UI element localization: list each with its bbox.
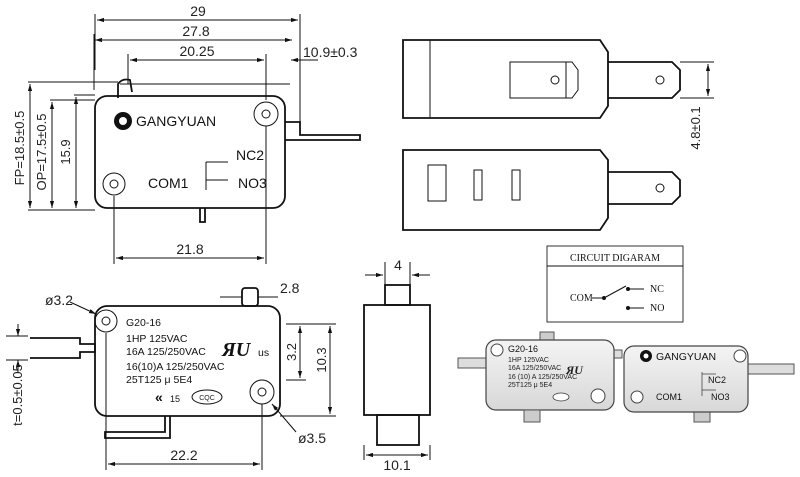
circuit-nc: NC	[650, 284, 664, 295]
back-model: G20-16	[126, 317, 161, 329]
ul-us: us	[258, 347, 269, 359]
dim-27-8: 27.8	[182, 23, 209, 39]
front-brand: GANGYUAN	[136, 113, 216, 129]
circuit-com: COM	[570, 293, 593, 304]
dim-fp: FP=18.5±0.5	[12, 111, 27, 186]
circuit-diagram: CIRCUIT DIGARAM COM NC NO	[546, 245, 684, 323]
back-ce-num: 15	[170, 394, 180, 404]
back-rating-3: 16(10)A 125/250VAC	[126, 361, 225, 373]
dim-22-2: 22.2	[170, 447, 197, 463]
photo-back-line-4: 25T125 μ 5E4	[508, 382, 552, 389]
dim-4: 4	[394, 257, 402, 273]
photo-back-model: G20-16	[508, 344, 538, 354]
back-cqc: CQC	[199, 395, 215, 402]
photo-back-line-2: 16A 125/250VAC	[508, 365, 561, 372]
ul-mark-icon: ЯU	[221, 339, 252, 361]
dim-hole-bottom: ø3.5	[298, 430, 326, 446]
front-nc: NC2	[236, 147, 264, 163]
photo-front-nc: NC2	[708, 375, 726, 385]
back-rating-2: 16A 125/250VAC	[126, 346, 206, 358]
photo-ul-icon: ЯU	[565, 363, 584, 377]
dim-10-3: 10.3	[314, 347, 329, 372]
dim-op: OP=17.5±0.5	[34, 114, 49, 191]
dim-20-25: 20.25	[179, 43, 214, 59]
photo-front-no: NO3	[711, 392, 730, 402]
dim-21-8: 21.8	[176, 241, 203, 257]
cqc-mark-icon	[191, 389, 223, 405]
photo-cqc-icon	[552, 392, 570, 402]
back-view: ø3.2 2.8 G20-16 1HP 125VAC 16A 125/250VA…	[6, 280, 336, 470]
ce-mark-icon: «	[155, 389, 163, 405]
front-com: COM1	[148, 175, 189, 191]
dim-4-8: 4.8±0.1	[688, 106, 703, 149]
photo-back-line-3: 16 (10) A 125/250VAC	[508, 374, 577, 381]
thickness-view: 4 10.1	[363, 257, 431, 473]
dim-15-9: 15.9	[58, 139, 73, 164]
photo-back-line-1: 1HP 125VAC	[508, 357, 549, 364]
circuit-no: NO	[650, 303, 664, 314]
photo-front-brand: GANGYUAN	[656, 351, 716, 363]
front-view: 29 27.8 20.25 10.9±0.3 FP=18.5±0.5 OP=17…	[12, 3, 361, 264]
photo-front-com: COM1	[656, 392, 682, 402]
dim-2-8: 2.8	[280, 280, 300, 296]
dim-hole-top: ø3.2	[45, 292, 73, 308]
dim-tolerance: t=0.5±0.05	[10, 364, 25, 426]
dim-3-2: 3.2	[284, 343, 299, 361]
side-view: 4.8±0.1	[402, 39, 714, 231]
circuit-title: CIRCUIT DIGARAM	[570, 253, 660, 264]
photo-back: G20-16 1HP 125VAC 16A 125/250VAC 16 (10)…	[457, 331, 623, 423]
back-rating-1: 1HP 125VAC	[126, 333, 188, 345]
photo-front: GANGYUAN NC2 COM1 NO3	[623, 345, 795, 423]
dim-29: 29	[190, 3, 206, 19]
dim-10-9: 10.9±0.3	[303, 44, 358, 60]
front-no: NO3	[238, 175, 267, 191]
dim-10-1: 10.1	[383, 457, 410, 473]
back-rating-4: 25T125 μ 5E4	[126, 374, 192, 386]
